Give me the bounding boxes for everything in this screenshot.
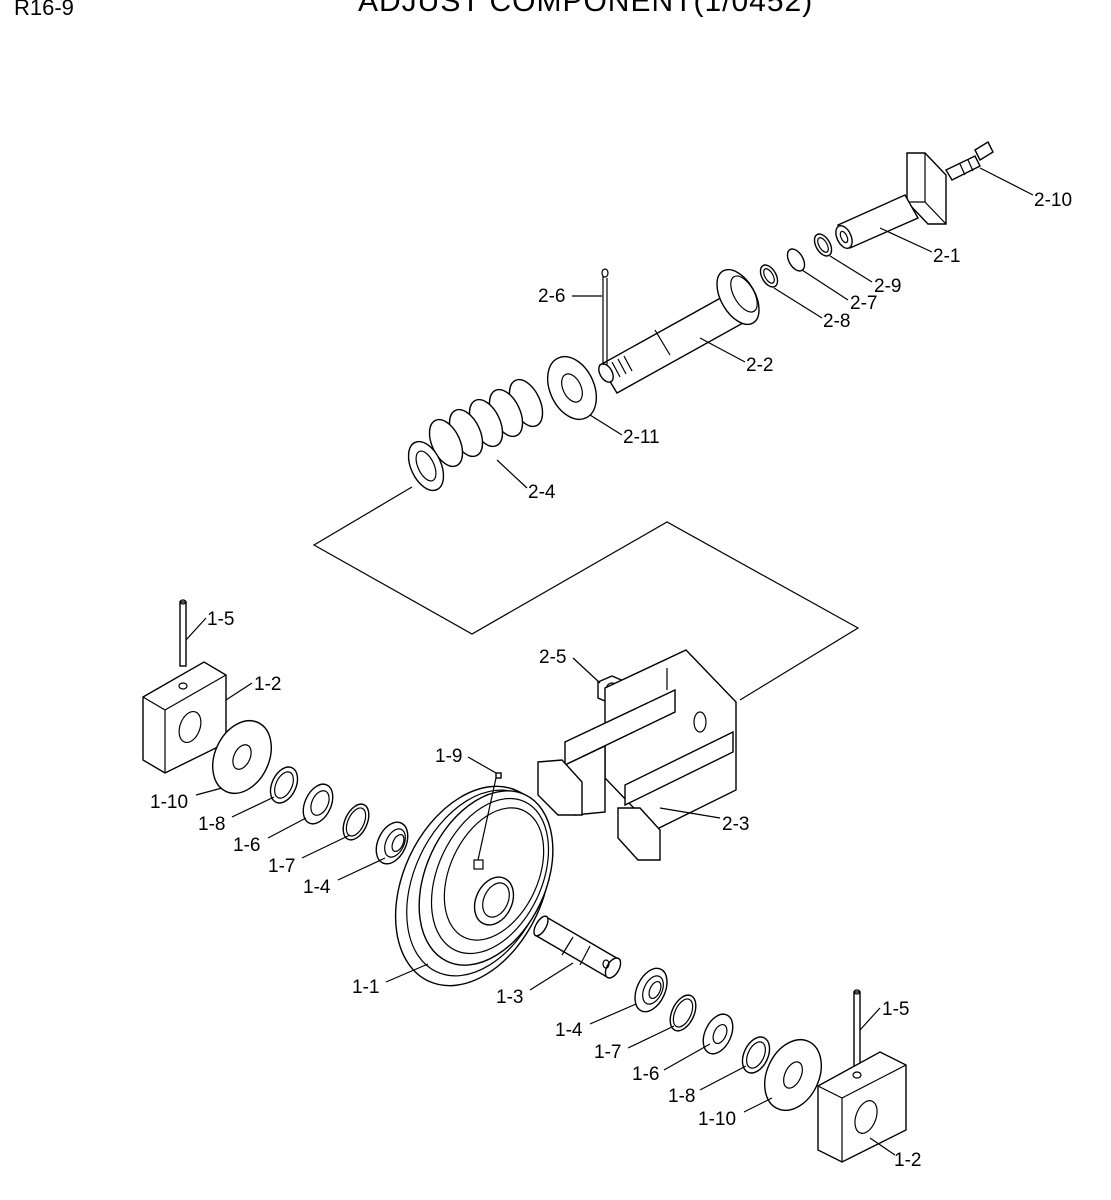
callout-1-5-lower: 1-5 — [882, 999, 909, 1020]
callout-1-5-upper: 1-5 — [207, 609, 234, 630]
part-2-9-ring — [813, 233, 833, 257]
part-1-3-shaft — [533, 915, 622, 979]
part-2-10-grease-fitting — [945, 141, 994, 181]
callout-1-2-lower: 1-2 — [894, 1150, 921, 1171]
callout-1-9: 1-9 — [435, 746, 462, 767]
callout-1-10-upper: 1-10 — [150, 792, 188, 813]
callout-2-9: 2-9 — [874, 276, 901, 297]
part-1-2-block-lower — [817, 1051, 907, 1163]
callout-1-4-upper: 1-4 — [303, 877, 331, 898]
part-1-9-plug — [495, 772, 502, 779]
callout-2-7: 2-7 — [850, 293, 877, 314]
part-1-5-pin-lower — [853, 989, 861, 1073]
part-1-10-washer-lower — [764, 1039, 822, 1111]
part-1-6-seal-upper — [302, 783, 334, 825]
part-2-1-cylinder — [835, 152, 947, 249]
part-1-4-bearing-lower — [634, 967, 668, 1013]
part-2-7-ring — [786, 248, 806, 272]
callout-2-11: 2-11 — [623, 427, 660, 448]
callout-1-1: 1-1 — [352, 977, 379, 998]
part-2-2-rod — [598, 268, 760, 394]
part-1-4-bearing-upper — [375, 821, 409, 865]
part-1-10-washer-upper — [212, 720, 272, 794]
callout-1-3: 1-3 — [496, 987, 523, 1008]
page-title: ADJUST COMPONENT(1/0452) — [358, 0, 814, 18]
callout-2-3: 2-3 — [722, 814, 749, 835]
part-2-4-spring — [407, 378, 544, 492]
part-1-8-ring-lower — [741, 1036, 771, 1074]
callout-1-2-upper: 1-2 — [254, 674, 281, 695]
part-2-11-washer — [546, 355, 598, 421]
callout-2-10: 2-10 — [1034, 190, 1072, 211]
part-2-6-cotter-pin — [601, 268, 609, 365]
callout-1-7-upper: 1-7 — [268, 856, 295, 877]
callout-2-1: 2-1 — [933, 246, 960, 267]
leader-lines — [185, 167, 1034, 1156]
callout-1-4-lower: 1-4 — [555, 1020, 583, 1041]
part-1-1-idler-wheel — [394, 785, 554, 987]
part-2-8-ring — [759, 264, 779, 288]
part-1-2-block-upper — [142, 661, 227, 774]
part-1-6-seal-lower — [702, 1013, 734, 1055]
callout-1-8-lower: 1-8 — [668, 1086, 695, 1107]
callout-2-5: 2-5 — [539, 647, 566, 668]
assembly-outline — [312, 486, 860, 701]
callout-1-6-upper: 1-6 — [233, 835, 260, 856]
callout-2-4: 2-4 — [528, 482, 556, 503]
callout-1-7-lower: 1-7 — [594, 1042, 621, 1063]
page-code: R16-9 — [14, 0, 74, 20]
callout-2-6: 2-6 — [538, 286, 565, 307]
callout-1-10-lower: 1-10 — [698, 1109, 736, 1130]
callout-2-8: 2-8 — [823, 311, 850, 332]
callout-labels: 2-10 2-1 2-9 2-7 2-8 2-6 2-2 2-11 2-4 1-… — [150, 190, 1072, 1171]
callout-1-6-lower: 1-6 — [632, 1064, 659, 1085]
part-1-7-ring-upper — [342, 803, 370, 841]
callout-1-8-upper: 1-8 — [198, 814, 225, 835]
part-1-7-ring-lower — [669, 994, 697, 1032]
part-1-8-ring-upper — [269, 766, 299, 804]
part-2-3-yoke — [537, 649, 737, 861]
part-1-5-pin-upper — [179, 599, 187, 667]
callout-2-2: 2-2 — [746, 355, 773, 376]
